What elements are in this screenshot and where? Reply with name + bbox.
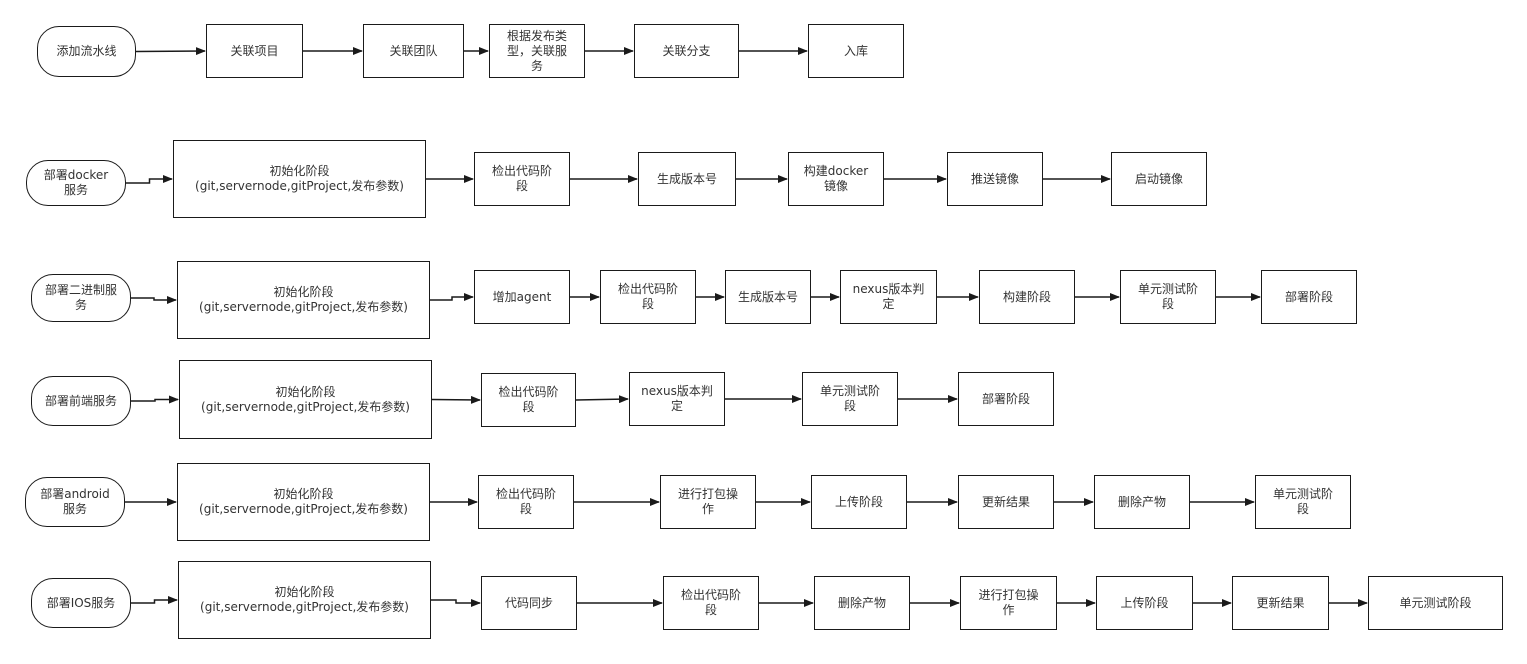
node-frontend-init: 初始化阶段 (git,servernode,gitProject,发布参数) (179, 360, 432, 439)
node-binary-version: 生成版本号 (725, 270, 811, 324)
node-binary-add-agent: 增加agent (474, 270, 570, 324)
node-binary-deploy: 部署阶段 (1261, 270, 1357, 324)
node-docker-checkout: 检出代码阶 段 (474, 152, 570, 206)
node-deploy-binary: 部署二进制服 务 (31, 274, 131, 322)
node-frontend-deploy: 部署阶段 (958, 372, 1054, 426)
node-link-project: 关联项目 (206, 24, 303, 78)
node-binary-unit-test: 单元测试阶 段 (1120, 270, 1216, 324)
edge-arrow-add-proj (135, 47, 206, 56)
node-ios-init: 初始化阶段 (git,servernode,gitProject,发布参数) (178, 561, 431, 639)
node-android-delete-artifact: 删除产物 (1094, 475, 1190, 529)
node-add-pipeline: 添加流水线 (37, 26, 136, 77)
edge-arrow-f_checkout-f_nexus (575, 395, 629, 404)
node-frontend-checkout: 检出代码阶 段 (481, 373, 576, 427)
node-deploy-docker: 部署docker 服务 (26, 160, 126, 206)
node-android-checkout: 检出代码阶 段 (478, 475, 574, 529)
node-ios-package: 进行打包操 作 (960, 576, 1057, 630)
node-docker-push-image: 推送镜像 (947, 152, 1043, 206)
edge-arrow-f_start-f_init (131, 395, 179, 404)
node-docker-init: 初始化阶段 (git,servernode,gitProject,发布参数) (173, 140, 426, 218)
node-deploy-ios: 部署IOS服务 (31, 578, 131, 628)
node-android-unit-test: 单元测试阶 段 (1255, 475, 1351, 529)
node-ios-code-sync: 代码同步 (481, 576, 577, 630)
edge-arrow-b_init-b_agent (430, 293, 474, 301)
node-store: 入库 (808, 24, 904, 78)
node-docker-start-image: 启动镜像 (1111, 152, 1207, 206)
edge-arrow-i_start-i_init (131, 596, 178, 604)
node-binary-checkout: 检出代码阶 段 (600, 270, 696, 324)
node-ios-checkout: 检出代码阶 段 (663, 576, 759, 630)
node-ios-unit-test: 单元测试阶段 (1368, 576, 1503, 630)
node-android-init: 初始化阶段 (git,servernode,gitProject,发布参数) (177, 463, 430, 541)
node-binary-nexus-check: nexus版本判 定 (840, 270, 937, 324)
node-ios-upload: 上传阶段 (1096, 576, 1193, 630)
edge-arrow-d_start-d_init (126, 175, 173, 184)
node-android-package: 进行打包操 作 (660, 475, 756, 529)
node-deploy-android: 部署android 服务 (25, 477, 125, 527)
node-link-team: 关联团队 (363, 24, 464, 78)
node-android-upload: 上传阶段 (811, 475, 907, 529)
node-frontend-unit-test: 单元测试阶 段 (802, 372, 898, 426)
node-docker-build-image: 构建docker 镜像 (788, 152, 884, 206)
edge-arrow-f_init-f_checkout (431, 395, 481, 404)
node-binary-build: 构建阶段 (979, 270, 1075, 324)
node-ios-delete-artifact: 删除产物 (814, 576, 910, 630)
node-android-update-result: 更新结果 (958, 475, 1054, 529)
node-docker-version: 生成版本号 (638, 152, 736, 206)
edge-arrow-b_start-b_init (131, 296, 177, 304)
node-deploy-frontend: 部署前端服务 (31, 376, 131, 426)
node-link-branch: 关联分支 (634, 24, 739, 78)
node-link-service: 根据发布类 型，关联服 务 (489, 24, 585, 78)
node-ios-update-result: 更新结果 (1232, 576, 1329, 630)
node-binary-init: 初始化阶段 (git,servernode,gitProject,发布参数) (177, 261, 430, 339)
edge-arrow-i_init-i_sync (431, 599, 481, 607)
node-frontend-nexus-check: nexus版本判 定 (629, 372, 725, 426)
